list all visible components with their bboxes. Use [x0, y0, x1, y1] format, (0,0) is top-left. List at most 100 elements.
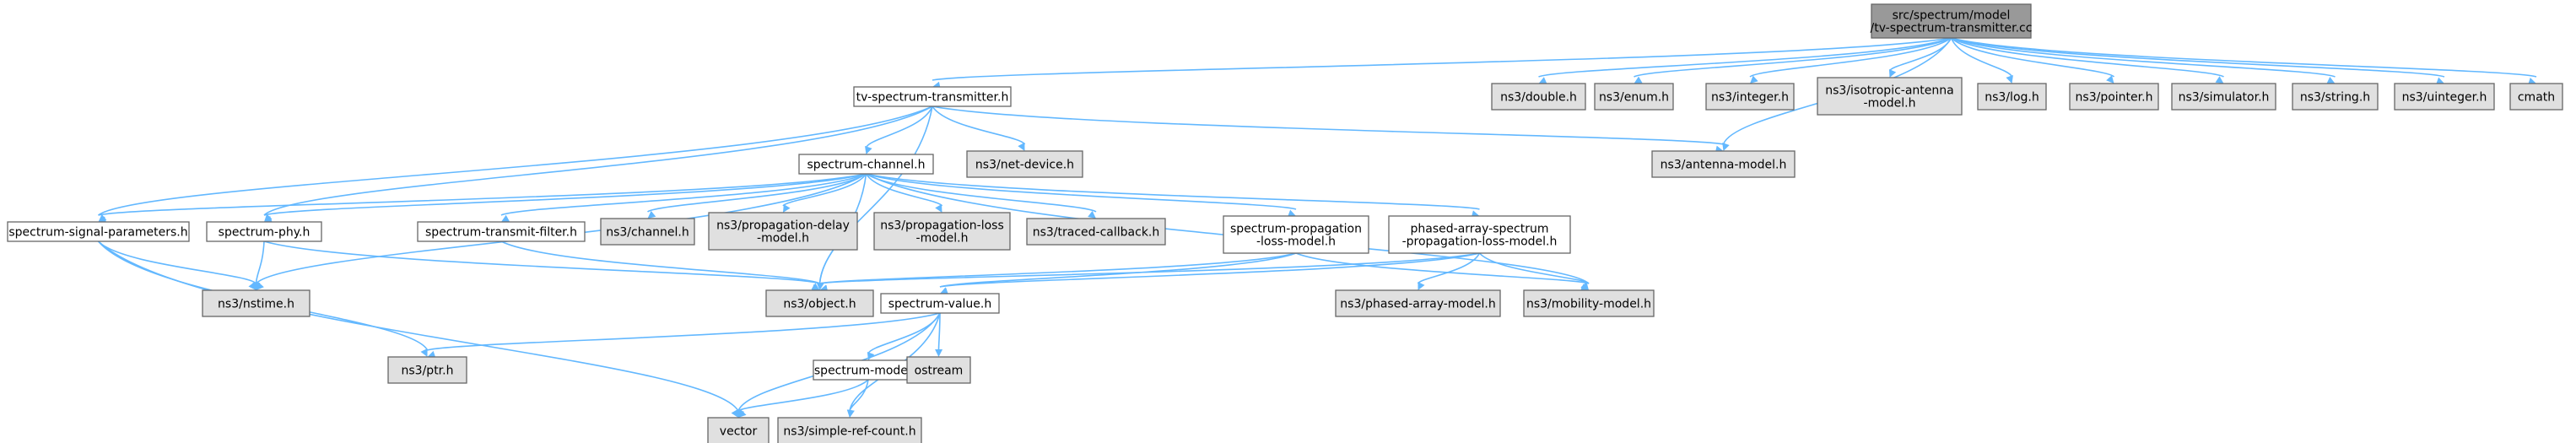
edge-spchan-to-sigparams	[98, 173, 867, 216]
node-box-ptr	[387, 356, 467, 384]
edge-spchan-to-phased	[866, 173, 1480, 210]
node-label-spprop-0: spectrum-propagation	[1230, 223, 1362, 236]
arrowhead-spchan-to-propdelay	[783, 203, 791, 213]
node-box-isotropic	[1817, 77, 1963, 116]
node-spchan[interactable]: spectrum-channel.h	[798, 154, 934, 175]
node-label-spprop-1: -loss-model.h	[1256, 235, 1336, 249]
node-label-isotropic-0: ns3/isotropic-antenna	[1825, 84, 1953, 98]
arrowhead-sigparams-to-ptr	[420, 348, 428, 357]
arrowhead-spvalue-to-ostream	[935, 348, 943, 357]
node-box-spchan	[798, 154, 934, 175]
arrowhead-spvalue-to-ptr	[427, 350, 436, 359]
node-label-nstime-0: ns3/nstime.h	[218, 298, 294, 311]
node-label-propdelay-1: -model.h	[757, 232, 809, 246]
node-uinteger: ns3/uinteger.h	[2394, 83, 2495, 111]
node-box-phased	[1388, 215, 1571, 254]
node-label-double-0: ns3/double.h	[1500, 91, 1577, 105]
node-box-root	[1871, 3, 2032, 39]
node-log: ns3/log.h	[1977, 83, 2047, 111]
edge-spchan-to-spprop	[866, 173, 1297, 210]
node-propdelay: ns3/propagation-delay-model.h	[708, 212, 858, 251]
node-phased[interactable]: phased-array-spectrum-propagation-loss-m…	[1388, 215, 1571, 254]
node-label-string-0: ns3/string.h	[2300, 91, 2370, 105]
node-label-enum-0: ns3/enum.h	[1599, 91, 1669, 105]
node-string: ns3/string.h	[2292, 83, 2379, 111]
node-label-spphy-0: spectrum-phy.h	[219, 226, 311, 240]
edge-root-to-log	[1950, 37, 2013, 78]
edge-root-to-uinteger	[1951, 37, 2445, 78]
node-label-uinteger-0: ns3/uinteger.h	[2402, 91, 2487, 105]
node-box-ostream	[906, 356, 971, 384]
node-label-object-0: ns3/object.h	[783, 298, 856, 311]
node-txfilter[interactable]: spectrum-transmit-filter.h	[417, 221, 586, 242]
node-label-phased-1: -propagation-loss-model.h	[1402, 235, 1558, 249]
node-box-proploss	[873, 212, 1011, 251]
node-tvst[interactable]: tv-spectrum-transmitter.h	[853, 86, 1012, 107]
node-spprop[interactable]: spectrum-propagation-loss-model.h	[1223, 215, 1369, 254]
arrowhead-spchan-to-spprop	[1287, 209, 1296, 218]
node-proploss: ns3/propagation-loss-model.h	[873, 212, 1011, 251]
node-simpleref: ns3/simple-ref-count.h	[777, 417, 922, 443]
node-label-ostream-0: ostream	[915, 365, 964, 378]
node-integer: ns3/integer.h	[1705, 83, 1795, 111]
node-root[interactable]: src/spectrum/model/tv-spectrum-transmitt…	[1871, 3, 2033, 39]
edge-spchan-to-txfilter	[500, 173, 867, 216]
node-phasedarr: ns3/phased-array-model.h	[1335, 289, 1501, 317]
node-netdev: ns3/net-device.h	[966, 150, 1083, 178]
node-box-traced	[1026, 218, 1166, 246]
node-label-channel-0: ns3/channel.h	[606, 226, 689, 240]
node-isotropic: ns3/isotropic-antenna-model.h	[1817, 77, 1963, 116]
edge-spchan-to-proploss	[865, 173, 943, 207]
node-label-mobility-0: ns3/mobility-model.h	[1526, 298, 1651, 311]
arrowhead-root-to-uinteger	[2435, 77, 2444, 85]
edge-root-to-enum	[1634, 37, 1952, 78]
node-label-proploss-0: ns3/propagation-loss	[880, 219, 1004, 233]
node-label-vector-0: vector	[720, 425, 758, 439]
edge-phased-to-mobility	[1478, 252, 1590, 284]
node-box-spvalue	[880, 293, 1000, 314]
edge-tvst-to-netdev	[932, 105, 1026, 145]
arrowhead-tvst-to-netdev	[1018, 142, 1025, 151]
edge-sigparams-to-vector	[97, 240, 739, 412]
node-traced: ns3/traced-callback.h	[1026, 218, 1166, 246]
node-box-netdev	[966, 150, 1083, 178]
node-label-traced-0: ns3/traced-callback.h	[1033, 226, 1160, 240]
arrowhead-spchan-to-proploss	[935, 203, 942, 213]
edge-root-to-cmath	[1951, 37, 2537, 78]
arrowhead-root-to-string	[2326, 77, 2336, 84]
node-box-simpleref	[777, 417, 922, 443]
edge-spchan-to-propdelay	[782, 173, 867, 207]
node-label-simulator-0: ns3/simulator.h	[2179, 91, 2270, 105]
node-label-phased-0: phased-array-spectrum	[1411, 223, 1549, 236]
node-sigparams[interactable]: spectrum-signal-parameters.h	[7, 221, 190, 242]
node-label-antenna-0: ns3/antenna-model.h	[1661, 159, 1787, 172]
graph-nodes: src/spectrum/model/tv-spectrum-transmitt…	[7, 3, 2563, 443]
node-box-spphy	[206, 221, 322, 242]
node-spmodel[interactable]: spectrum-model.h	[813, 359, 924, 381]
node-spphy[interactable]: spectrum-phy.h	[206, 221, 322, 242]
edge-spmodel-to-vector	[737, 379, 869, 412]
node-box-cmath	[2509, 83, 2563, 111]
arrowhead-spchan-to-txfilter	[501, 214, 510, 222]
node-spvalue[interactable]: spectrum-value.h	[880, 293, 1000, 314]
edge-txfilter-to-object	[500, 240, 820, 284]
arrowhead-spchan-to-channel	[647, 210, 656, 219]
edge-tvst-to-spphy	[263, 105, 933, 216]
arrowhead-phased-to-phasedarr	[1418, 281, 1425, 290]
node-label-spmodel-0: spectrum-model.h	[814, 365, 922, 378]
node-label-cmath-0: cmath	[2518, 91, 2555, 105]
node-box-vector	[707, 417, 770, 443]
node-double: ns3/double.h	[1491, 83, 1586, 111]
arrowhead-spmodel-to-simpleref	[846, 409, 855, 418]
arrowhead-txfilter-to-object	[811, 283, 820, 290]
edge-root-to-double	[1538, 37, 1952, 78]
node-antenna: ns3/antenna-model.h	[1651, 150, 1796, 178]
node-mobility: ns3/mobility-model.h	[1523, 289, 1655, 317]
node-box-pointer	[2069, 83, 2159, 111]
edge-spchan-to-channel	[646, 173, 867, 213]
node-pointer: ns3/pointer.h	[2069, 83, 2159, 111]
node-box-tvst	[853, 86, 1012, 107]
node-label-propdelay-0: ns3/propagation-delay	[716, 219, 850, 233]
node-box-log	[1977, 83, 2047, 111]
